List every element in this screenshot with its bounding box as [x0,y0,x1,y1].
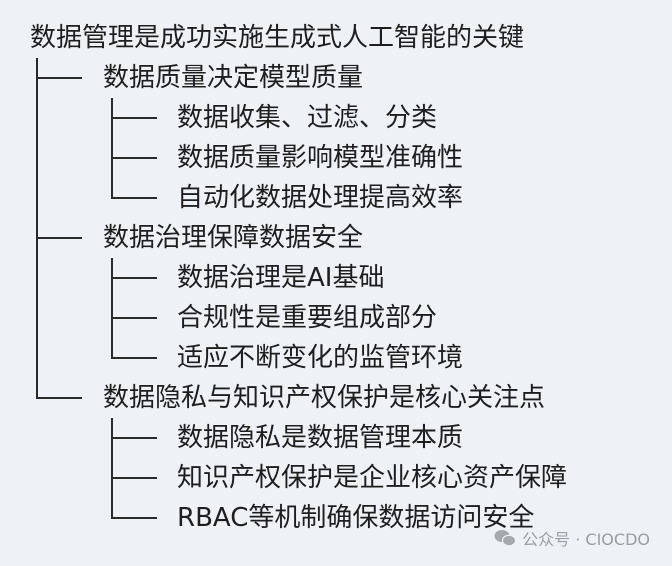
leaf-connector [111,477,157,479]
branch-label: 数据隐私与知识产权保护是核心关注点 [103,383,546,413]
leaf-connector [111,197,157,199]
leaf-connector [111,117,157,119]
leaf-vertical-line [111,258,113,358]
leaf-label: 适应不断变化的监管环境 [177,343,464,373]
leaf-label: 数据隐私是数据管理本质 [177,423,464,453]
branch-connector [36,397,82,399]
branch-label: 数据治理保障数据安全 [103,223,364,253]
leaf-label: 知识产权保护是企业核心资产保障 [177,463,568,493]
root-vertical-line [36,58,38,398]
branch-connector [36,237,82,239]
leaf-vertical-line [111,98,113,198]
leaf-connector [111,157,157,159]
branch-connector [36,77,82,79]
leaf-label: RBAC等机制确保数据访问安全 [177,503,535,533]
watermark: 公众号 · CIOCDO [494,526,650,550]
wechat-icon [494,530,517,547]
tree-root-title: 数据管理是成功实施生成式人工智能的关键 [30,23,525,53]
leaf-label: 数据收集、过滤、分类 [177,103,438,133]
branch-label: 数据质量决定模型质量 [103,63,364,93]
leaf-label: 合规性是重要组成部分 [177,303,438,333]
leaf-connector [111,437,157,439]
leaf-connector [111,357,157,359]
leaf-connector [111,517,157,519]
watermark-text: 公众号 · CIOCDO [522,530,650,549]
leaf-label: 自动化数据处理提高效率 [177,183,464,213]
leaf-label: 数据治理是AI基础 [177,263,385,293]
leaf-connector [111,277,157,279]
leaf-vertical-line [111,418,113,518]
leaf-label: 数据质量影响模型准确性 [177,143,464,173]
leaf-connector [111,317,157,319]
